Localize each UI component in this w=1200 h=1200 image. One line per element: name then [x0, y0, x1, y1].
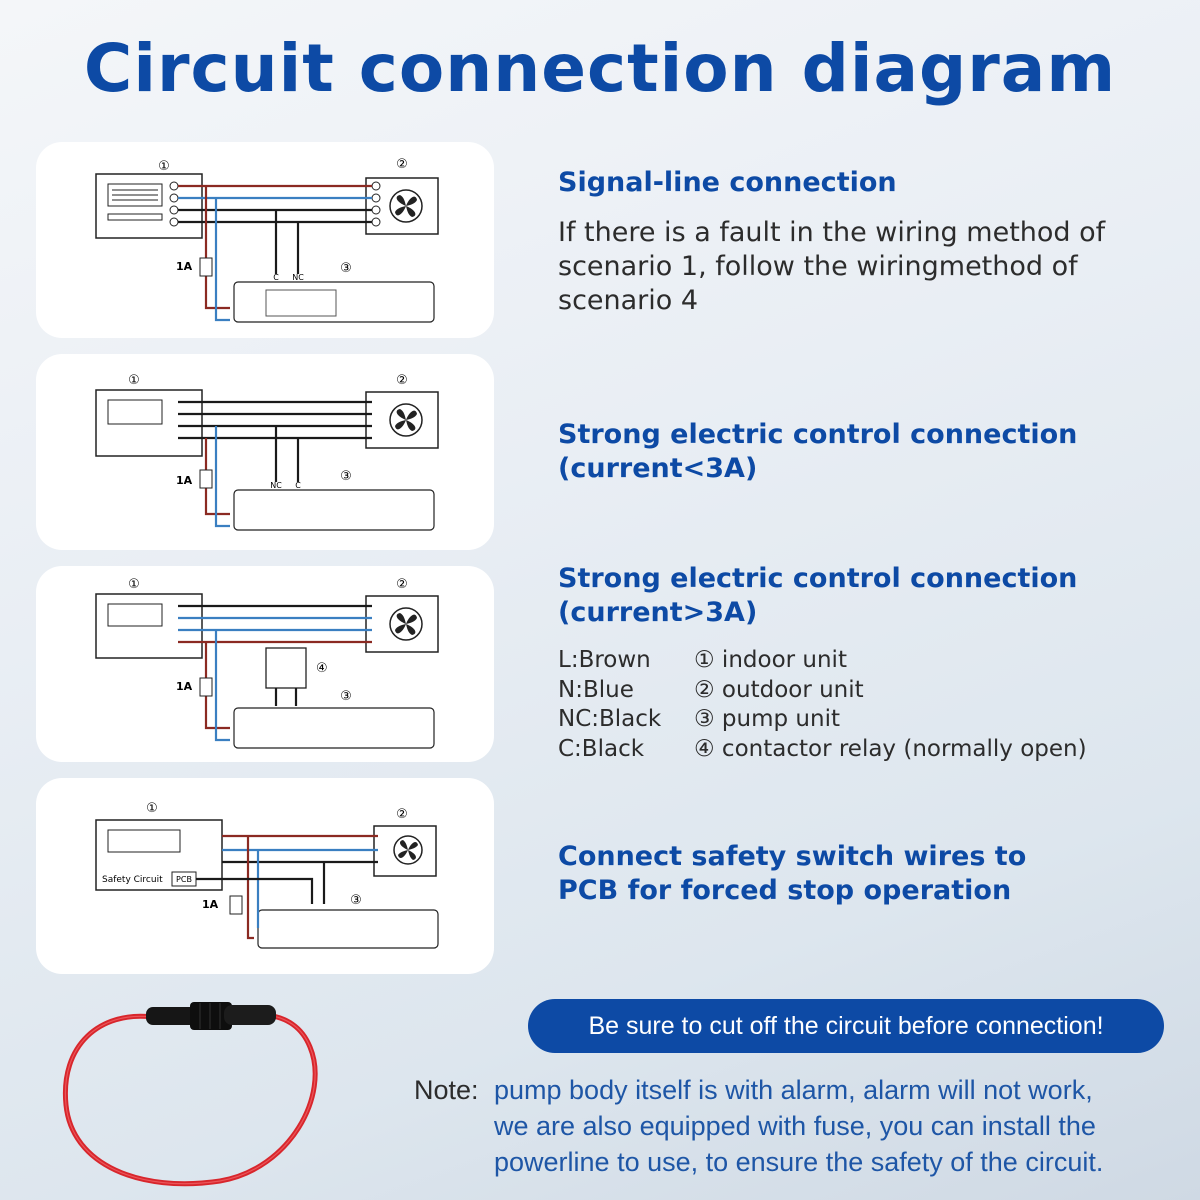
outdoor-unit [365, 177, 439, 235]
section-4-title: Connect safety switch wires to PCB for f… [558, 840, 1026, 908]
safety-circuit-label: Safety Circuit [102, 875, 163, 885]
legend-wire-item: C:Black [558, 735, 645, 762]
page-title: Circuit connection diagram [83, 30, 1117, 107]
wires [178, 400, 372, 528]
pump-unit-marker: ③ [340, 689, 352, 704]
note-label: Note: [414, 1075, 479, 1105]
outdoor-unit [365, 595, 439, 653]
legend-unit-item: ④ contactor relay (normally open) [694, 735, 1087, 762]
wiring-diagram-2: ① ② ③ 1A NC C [95, 373, 439, 531]
fuse-symbol [199, 469, 213, 489]
pump-unit [233, 281, 435, 323]
pump-terminal-C: C [295, 481, 301, 490]
relay-marker: ④ [316, 661, 328, 676]
section-4-title-line: PCB for forced stop operation [558, 875, 1012, 906]
section-3-title-line: (current>3A) [558, 597, 758, 628]
pump-terminal-C: C [273, 273, 279, 282]
section-3-title-line: Strong electric control connection [558, 563, 1078, 594]
section-1-body-line: If there is a fault in the wiring method… [558, 217, 1106, 248]
note-line: powerline to use, to ensure the safety o… [494, 1147, 1104, 1177]
pump-unit-marker: ③ [340, 261, 352, 276]
section-1-body-line: scenario 1, follow the wiringmethod of [558, 251, 1078, 282]
fuse-symbol [229, 895, 243, 915]
wiring-diagram-3: ① ② ④ ③ 1A [95, 577, 439, 749]
fan-icon [389, 607, 423, 641]
indoor-unit-marker: ① [146, 801, 158, 816]
diagram-panel-strong-over-3a: ① ② ④ ③ 1A [36, 566, 494, 762]
section-1-body: If there is a fault in the wiring method… [558, 216, 1158, 318]
fuse-rating-label: 1A [202, 898, 219, 911]
fan-icon [393, 835, 423, 865]
note-text: pump body itself is with alarm, alarm wi… [494, 1072, 1184, 1180]
outdoor-unit-marker: ② [396, 373, 408, 388]
wiring-diagram-1: ① ② ③ 1A C NC [95, 157, 439, 323]
legend-unit-item: ① indoor unit [694, 647, 847, 673]
diagram-panel-strong-under-3a: ① ② ③ 1A NC C [36, 354, 494, 550]
fuse-red-wire [62, 1012, 318, 1187]
warning-banner: Be sure to cut off the circuit before co… [528, 999, 1164, 1053]
pcb-label: PCB [176, 875, 192, 884]
pump-unit [257, 909, 439, 949]
fan-icon [389, 189, 423, 223]
pump-unit [233, 707, 435, 749]
pump-unit [233, 489, 435, 531]
unit-legend: ① indoor unit ② outdoor unit ③ pump unit… [694, 646, 1087, 764]
pump-terminal-NC: NC [270, 481, 282, 490]
section-1-body-line: scenario 4 [558, 285, 699, 316]
indoor-unit-marker: ① [128, 577, 140, 592]
wires [196, 834, 378, 940]
fuse-symbol [199, 257, 213, 277]
section-2-title-line: Strong electric control connection [558, 419, 1078, 450]
pump-terminal-NC: NC [292, 273, 304, 282]
legend-wire-item: N:Blue [558, 676, 634, 703]
diagram-panel-signal-line: ① ② ③ 1A C NC [36, 142, 494, 338]
wiring-diagram-4: ① Safety Circuit PCB ② ③ 1A [95, 801, 439, 949]
fuse-rating-label: 1A [176, 260, 193, 273]
fuse-rating-label: 1A [176, 474, 193, 487]
note-line: pump body itself is with alarm, alarm wi… [494, 1075, 1093, 1105]
section-1-title: Signal-line connection [558, 167, 897, 198]
pump-unit-marker: ③ [350, 893, 362, 908]
wires [178, 604, 372, 742]
pump-unit-marker: ③ [340, 469, 352, 484]
outdoor-unit-marker: ② [396, 807, 408, 822]
inline-fuse-holder-image [62, 1002, 318, 1187]
legend-wire-item: NC:Black [558, 706, 662, 732]
outdoor-unit-marker: ② [396, 577, 408, 592]
note-line: we are also equipped with fuse, you can … [494, 1111, 1096, 1141]
section-2-title: Strong electric control connection (curr… [558, 418, 1077, 486]
section-2-title-line: (current<3A) [558, 453, 758, 484]
outdoor-unit-marker: ② [396, 157, 408, 172]
fuse-holder-body [146, 1002, 276, 1030]
fan-icon [389, 403, 423, 437]
legend-unit-item: ③ pump unit [694, 706, 840, 732]
legend-unit-item: ② outdoor unit [694, 676, 864, 703]
section-4-title-line: Connect safety switch wires to [558, 841, 1027, 872]
fuse-symbol [199, 677, 213, 697]
indoor-unit-marker: ① [158, 159, 170, 174]
fuse-rating-label: 1A [176, 680, 193, 693]
legend-wire-item: L:Brown [558, 647, 651, 673]
outdoor-unit [365, 391, 439, 449]
diagram-panel-safety-switch: ① Safety Circuit PCB ② ③ 1A [36, 778, 494, 974]
indoor-unit-marker: ① [128, 373, 140, 388]
wires [178, 184, 372, 322]
wire-color-legend: L:Brown N:Blue NC:Black C:Black [558, 646, 661, 764]
section-3-title: Strong electric control connection (curr… [558, 562, 1077, 630]
contactor-relay [265, 647, 307, 689]
